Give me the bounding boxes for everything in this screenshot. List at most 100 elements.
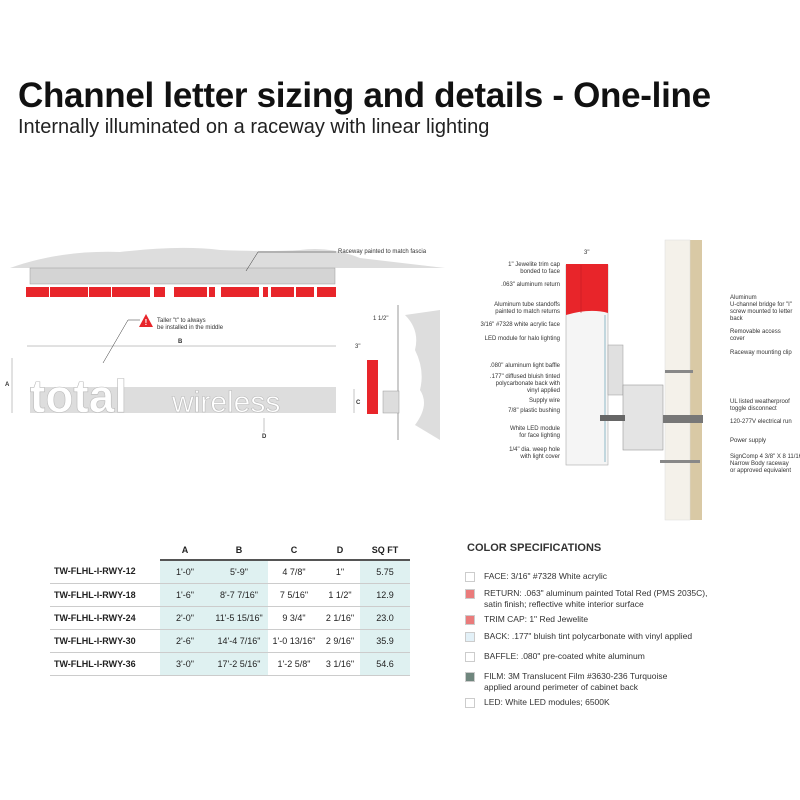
col-c: C — [268, 540, 320, 561]
cell-sqft: 12.9 — [360, 583, 410, 607]
section-label-right: screw mounted to letter — [730, 309, 793, 315]
section-label-left: for face lighting — [519, 433, 560, 439]
cell-b: 17'-2 5/16" — [210, 652, 268, 676]
cell-sqft: 54.6 — [360, 652, 410, 676]
section-label-left: Aluminum tube standoffs — [494, 302, 560, 308]
letter-returns-top-view — [26, 287, 336, 297]
color-spec-item: RETURN: .063" aluminum painted Total Red… — [465, 588, 708, 610]
cell-a: 2'-6" — [160, 629, 210, 653]
section-label-left: 3/16" #7328 white acrylic face — [480, 322, 560, 328]
section-label-right: cover — [730, 336, 745, 342]
cell-c: 7 5/16" — [268, 583, 320, 607]
color-specs-title: COLOR SPECIFICATIONS — [467, 542, 602, 554]
section-label-left: LED module for halo lighting — [484, 336, 560, 342]
cell-b: 11'-5 15/16" — [210, 606, 268, 630]
col-sqft: SQ FT — [360, 540, 410, 561]
spec-line-1: TRIM CAP: 1" Red Jewelite — [484, 614, 589, 624]
color-swatch — [465, 698, 475, 708]
color-swatch — [465, 672, 475, 682]
dim-d: D — [262, 434, 267, 440]
color-spec-item: FILM: 3M Translucent Film #3630-236 Turq… — [465, 671, 667, 693]
warning-icon — [139, 314, 153, 327]
spec-line-1: FACE: 3/16" #7328 White acrylic — [484, 571, 608, 581]
section-label-right: SignComp 4 3/8" X 8 11/16" — [730, 454, 800, 460]
cell-b: 14'-4 7/16" — [210, 629, 268, 653]
section-label-left: .063" aluminum return — [501, 282, 560, 288]
spec-line-2: applied around perimeter of cabinet back — [484, 682, 639, 692]
section-label-right: Power supply — [730, 438, 767, 444]
section-label-left: with light cover — [520, 454, 560, 460]
side-dim-1: 1 1/2" — [373, 316, 389, 322]
svg-text:!: ! — [145, 318, 148, 327]
cell-a: 2'-0" — [160, 606, 210, 630]
cell-b: 8'-7 7/16" — [210, 583, 268, 607]
section-label-right: toggle disconnect — [730, 406, 777, 412]
section-label-left: .177" diffused bluish tinted — [489, 374, 560, 380]
cell-sqft: 23.0 — [360, 606, 410, 630]
spec-line-1: BACK: .177" bluish tint polycarbonate wi… — [484, 631, 693, 641]
cell-a: 1'-6" — [160, 583, 210, 607]
color-swatch — [465, 572, 475, 582]
section-label-right: UL listed weatherproof — [730, 399, 790, 405]
section-label-right: or approved equivalent — [730, 468, 792, 474]
spec-line-1: LED: White LED modules; 6500K — [484, 697, 610, 707]
cell-part: TW-FLHL-I-RWY-18 — [50, 583, 160, 607]
cell-a: 3'-0" — [160, 652, 210, 676]
section-label-right: Narrow Body raceway — [730, 461, 789, 467]
section-label-left: bonded to face — [520, 269, 560, 275]
cell-d: 1" — [320, 560, 360, 584]
cell-d: 2 9/16" — [320, 629, 360, 653]
color-spec-item: LED: White LED modules; 6500K — [465, 697, 610, 708]
cell-c: 4 7/8" — [268, 560, 320, 584]
spec-line-2: satin finish; reflective white interior … — [484, 599, 644, 609]
raceway — [29, 267, 336, 285]
section-label-right: Raceway mounting clip — [730, 350, 792, 356]
cell-sqft: 35.9 — [360, 629, 410, 653]
section-label-right: U-channel bridge for "I" — [730, 302, 792, 308]
color-spec-item: FACE: 3/16" #7328 White acrylic — [465, 571, 607, 582]
raceway-note: Raceway painted to match fascia — [338, 249, 427, 255]
cell-c: 9 3/4" — [268, 606, 320, 630]
logo-wireless: wireless — [171, 386, 280, 419]
color-swatch — [465, 589, 475, 599]
section-label-left: 1" Jewelite trim cap — [508, 262, 560, 268]
cell-b: 5'-9" — [210, 560, 268, 584]
logo-total: total — [30, 370, 127, 422]
section-label-left: Supply wire — [528, 398, 560, 404]
spec-line-1: RETURN: .063" aluminum painted Total Red… — [484, 588, 708, 598]
section-label-left: polycarbonate back with — [495, 381, 560, 387]
page-title: Channel letter sizing and details - One-… — [18, 76, 711, 115]
dim-b: B — [178, 339, 183, 345]
section-label-left: White LED module — [509, 426, 560, 432]
cell-part: TW-FLHL-I-RWY-36 — [50, 652, 160, 676]
side-letter — [367, 360, 378, 414]
cell-d: 1 1/2" — [320, 583, 360, 607]
section-label-right: Removable access — [730, 329, 781, 335]
col-a: A — [160, 540, 210, 561]
page-subtitle: Internally illuminated on a raceway with… — [18, 116, 490, 138]
section-label-left: 1/4" dia. weep hole — [509, 447, 560, 453]
side-dim-2: 3" — [355, 344, 361, 350]
raceway-section — [622, 384, 664, 451]
warning-note-1: Taller "t" to always — [157, 318, 206, 324]
section-label-right: back — [730, 316, 743, 322]
col-d: D — [320, 540, 360, 561]
section-label-right: 120-277V electrical run — [730, 419, 792, 425]
spec-line-1: FILM: 3M Translucent Film #3630-236 Turq… — [484, 671, 668, 681]
cell-part: TW-FLHL-I-RWY-12 — [50, 560, 160, 584]
section-label-left: 7/8" plastic bushing — [508, 408, 560, 414]
fascia-shape — [10, 247, 445, 268]
color-swatch — [465, 632, 475, 642]
section-width-dim: 3" — [584, 250, 590, 256]
section-return-red — [566, 264, 608, 315]
col-b: B — [210, 540, 268, 561]
section-label-left: painted to match returns — [495, 309, 560, 315]
cell-d: 2 1/16" — [320, 606, 360, 630]
cell-d: 3 1/16" — [320, 652, 360, 676]
